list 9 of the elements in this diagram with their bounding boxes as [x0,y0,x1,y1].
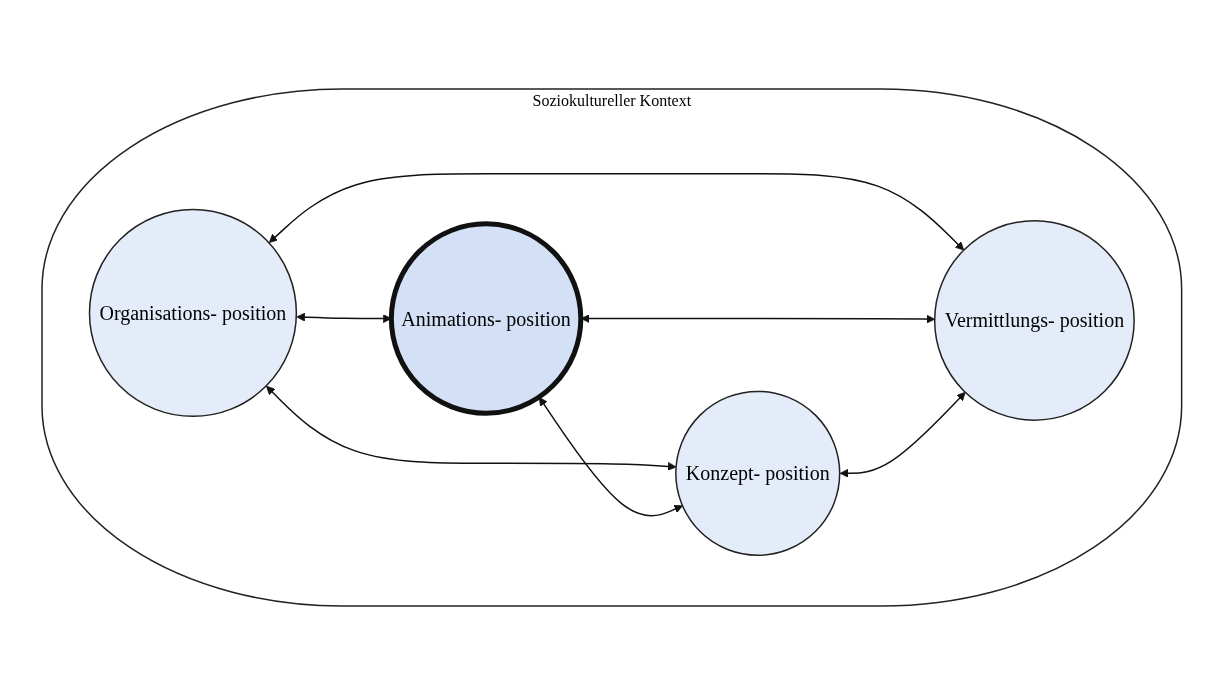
node-circle: Organisations- position [88,208,298,418]
node-circle: Konzept- position [675,390,841,556]
arrow [839,391,966,478]
arrow [266,385,677,471]
arrow [539,397,684,517]
node-circle: Animations- position [389,221,584,416]
node-circle: Vermittlungs- position [934,219,1136,421]
arrow [269,173,965,251]
arrow [581,314,936,324]
